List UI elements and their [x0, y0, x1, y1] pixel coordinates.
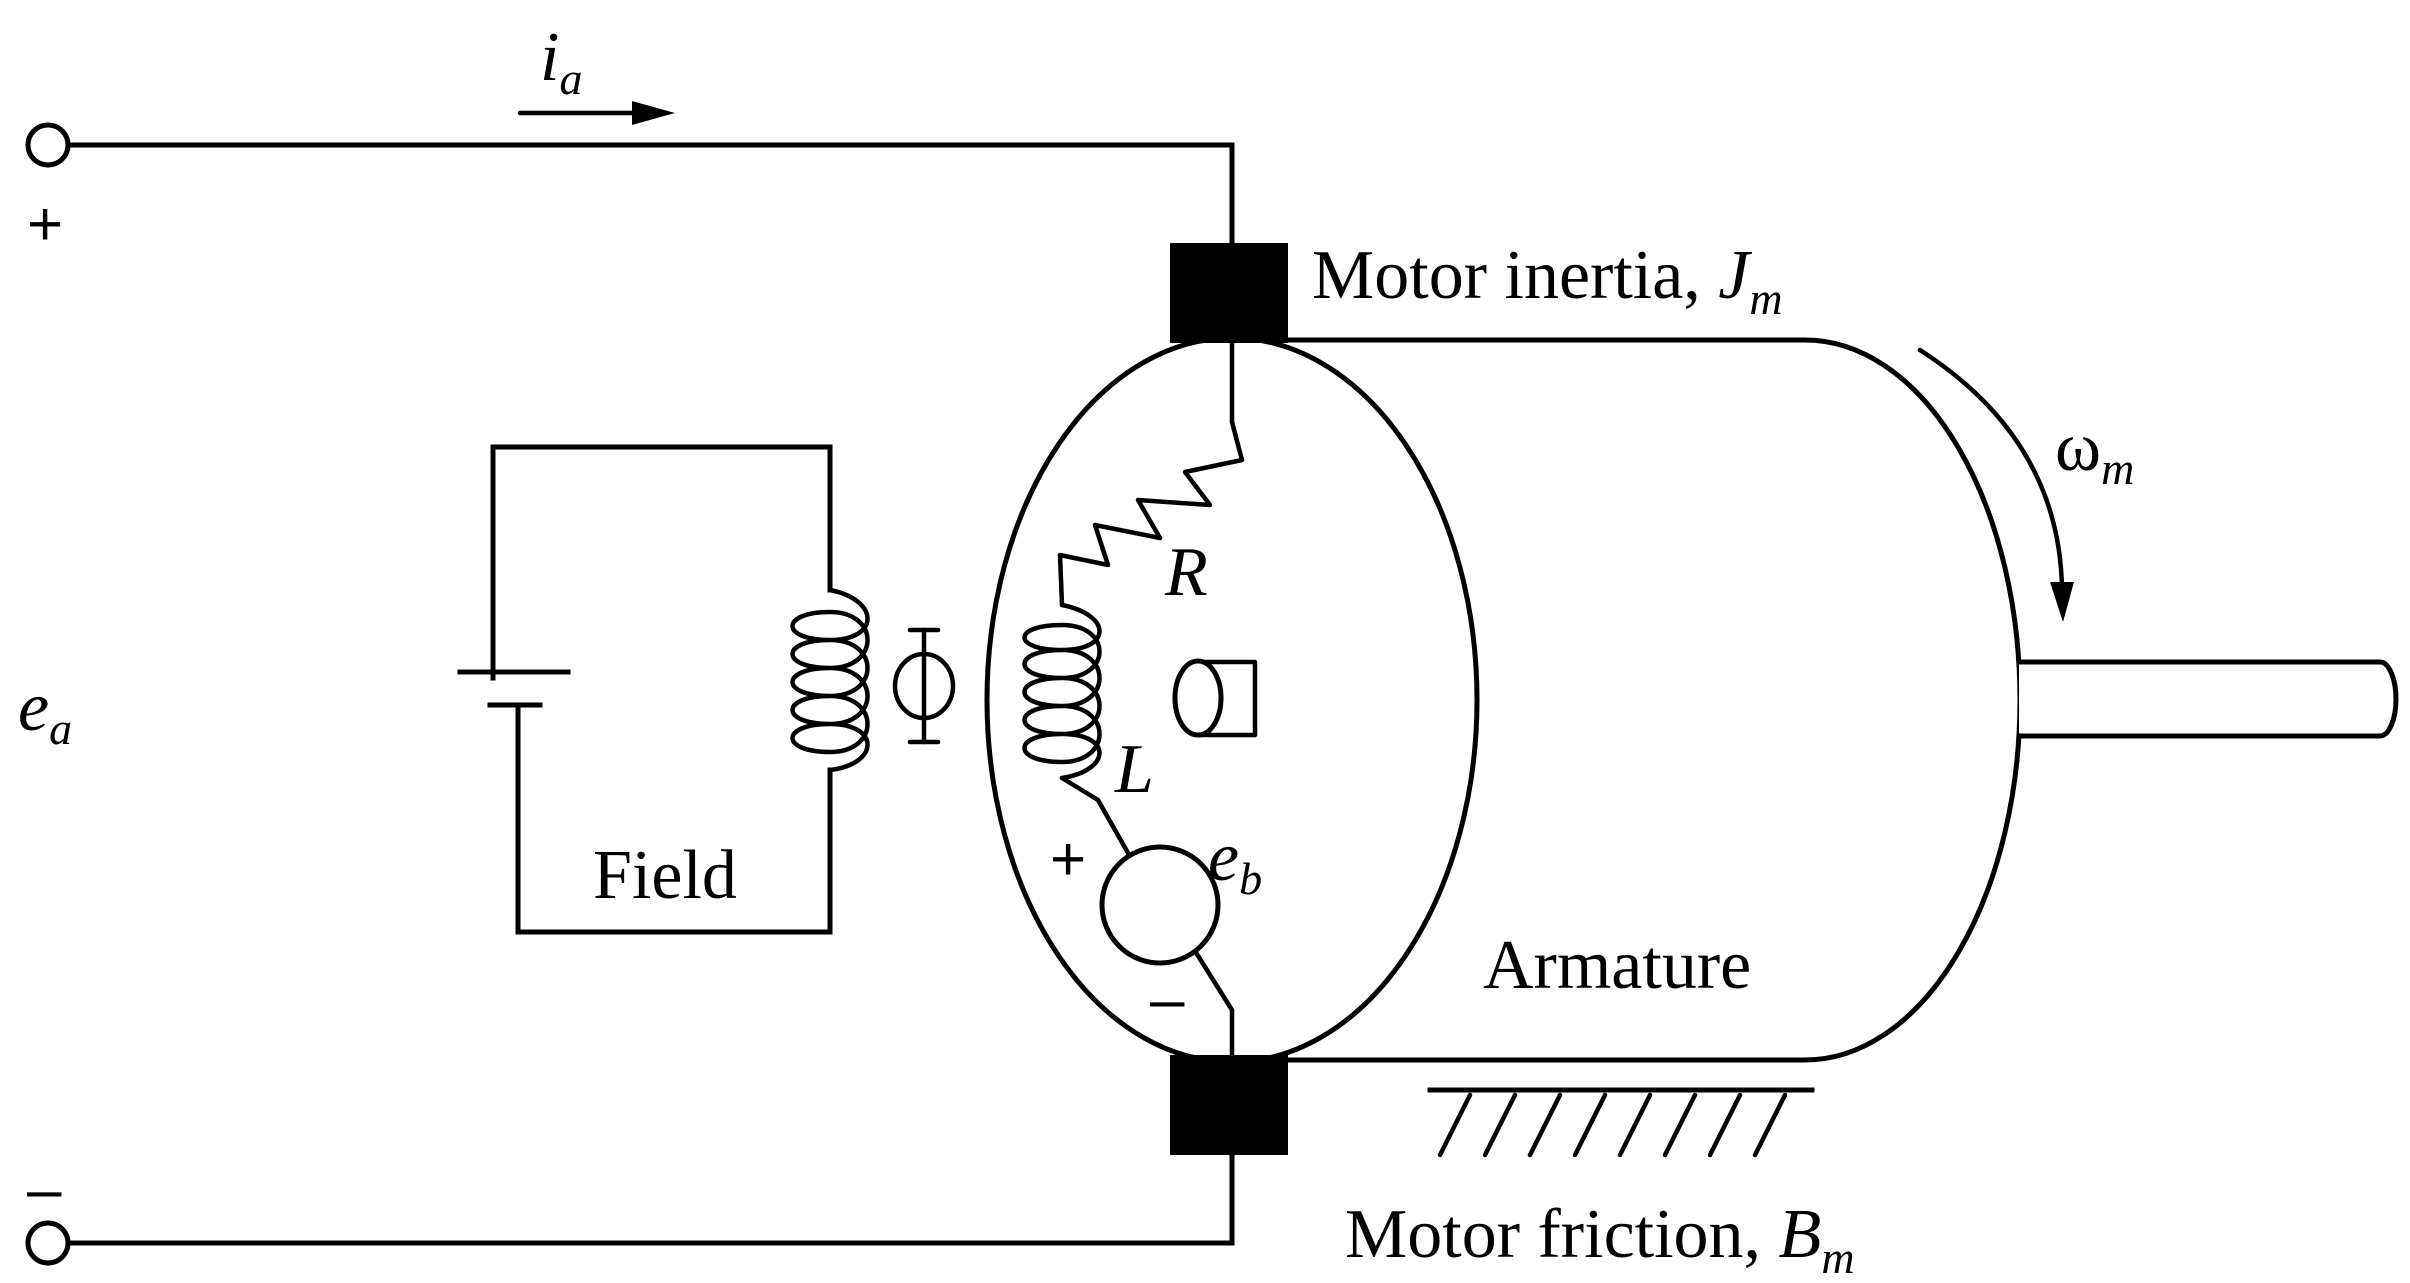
field-coil	[790, 587, 870, 773]
armature-circuit	[1022, 340, 1245, 1058]
armature-label: Armature	[1483, 927, 1751, 1004]
angular-velocity-label: ωm	[2055, 409, 2134, 494]
field-circuit	[457, 444, 870, 935]
inductor-label: L	[1114, 731, 1154, 808]
friction-ground	[1427, 1087, 1815, 1158]
motor-inertia-label: Motor inertia, Jm	[1312, 237, 1783, 324]
field-label: Field	[593, 837, 737, 914]
motor-friction-label: Motor friction, Bm	[1345, 1196, 1855, 1283]
current-label: ia	[540, 19, 582, 104]
bottom-brush	[1170, 1055, 1288, 1155]
positive-terminal	[25, 122, 71, 168]
back-emf-minus-label: –	[1150, 965, 1185, 1034]
supply-voltage-label: ea	[18, 669, 72, 754]
top-supply-wire	[67, 142, 1235, 246]
flux-symbol	[892, 627, 956, 745]
current-arrow	[517, 101, 675, 125]
rotation-arrow	[1917, 347, 2074, 622]
top-brush	[1170, 243, 1288, 343]
motor-end-face	[984, 335, 1480, 1065]
negative-terminal	[25, 1220, 71, 1266]
motor-shaft	[2019, 659, 2399, 739]
bottom-supply-wire	[67, 1152, 1235, 1246]
back-emf-source	[1099, 844, 1221, 966]
armature-inductor	[1022, 602, 1102, 781]
back-emf-plus-label: +	[1050, 825, 1086, 894]
rotor-core	[1172, 658, 1258, 738]
back-emf-label: eb	[1208, 819, 1262, 904]
resistor-label: R	[1164, 534, 1208, 611]
terminal-minus-label: –	[27, 1155, 62, 1224]
terminal-plus-label: +	[27, 190, 63, 259]
armature-resistor	[1057, 419, 1245, 608]
